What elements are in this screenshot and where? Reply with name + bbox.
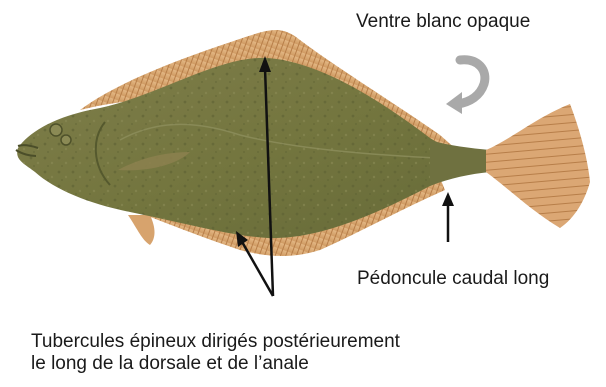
label-tubercles: Tubercules épineux dirigés postérieureme… bbox=[31, 331, 400, 375]
eye-lower bbox=[61, 135, 71, 145]
caudal-peduncle bbox=[430, 140, 490, 186]
arrowhead-peduncle bbox=[442, 192, 454, 206]
label-belly: Ventre blanc opaque bbox=[356, 11, 530, 33]
label-caudal-peduncle: Pédoncule caudal long bbox=[357, 268, 549, 290]
curved-arrow-icon bbox=[446, 60, 485, 114]
pelvic-fin bbox=[128, 215, 155, 245]
label-tubercles-line1: Tubercules épineux dirigés postérieureme… bbox=[31, 331, 400, 353]
label-tubercles-line2: le long de la dorsale et de l’anale bbox=[31, 353, 400, 375]
eye-upper bbox=[50, 124, 62, 136]
caudal-fin bbox=[486, 104, 590, 228]
